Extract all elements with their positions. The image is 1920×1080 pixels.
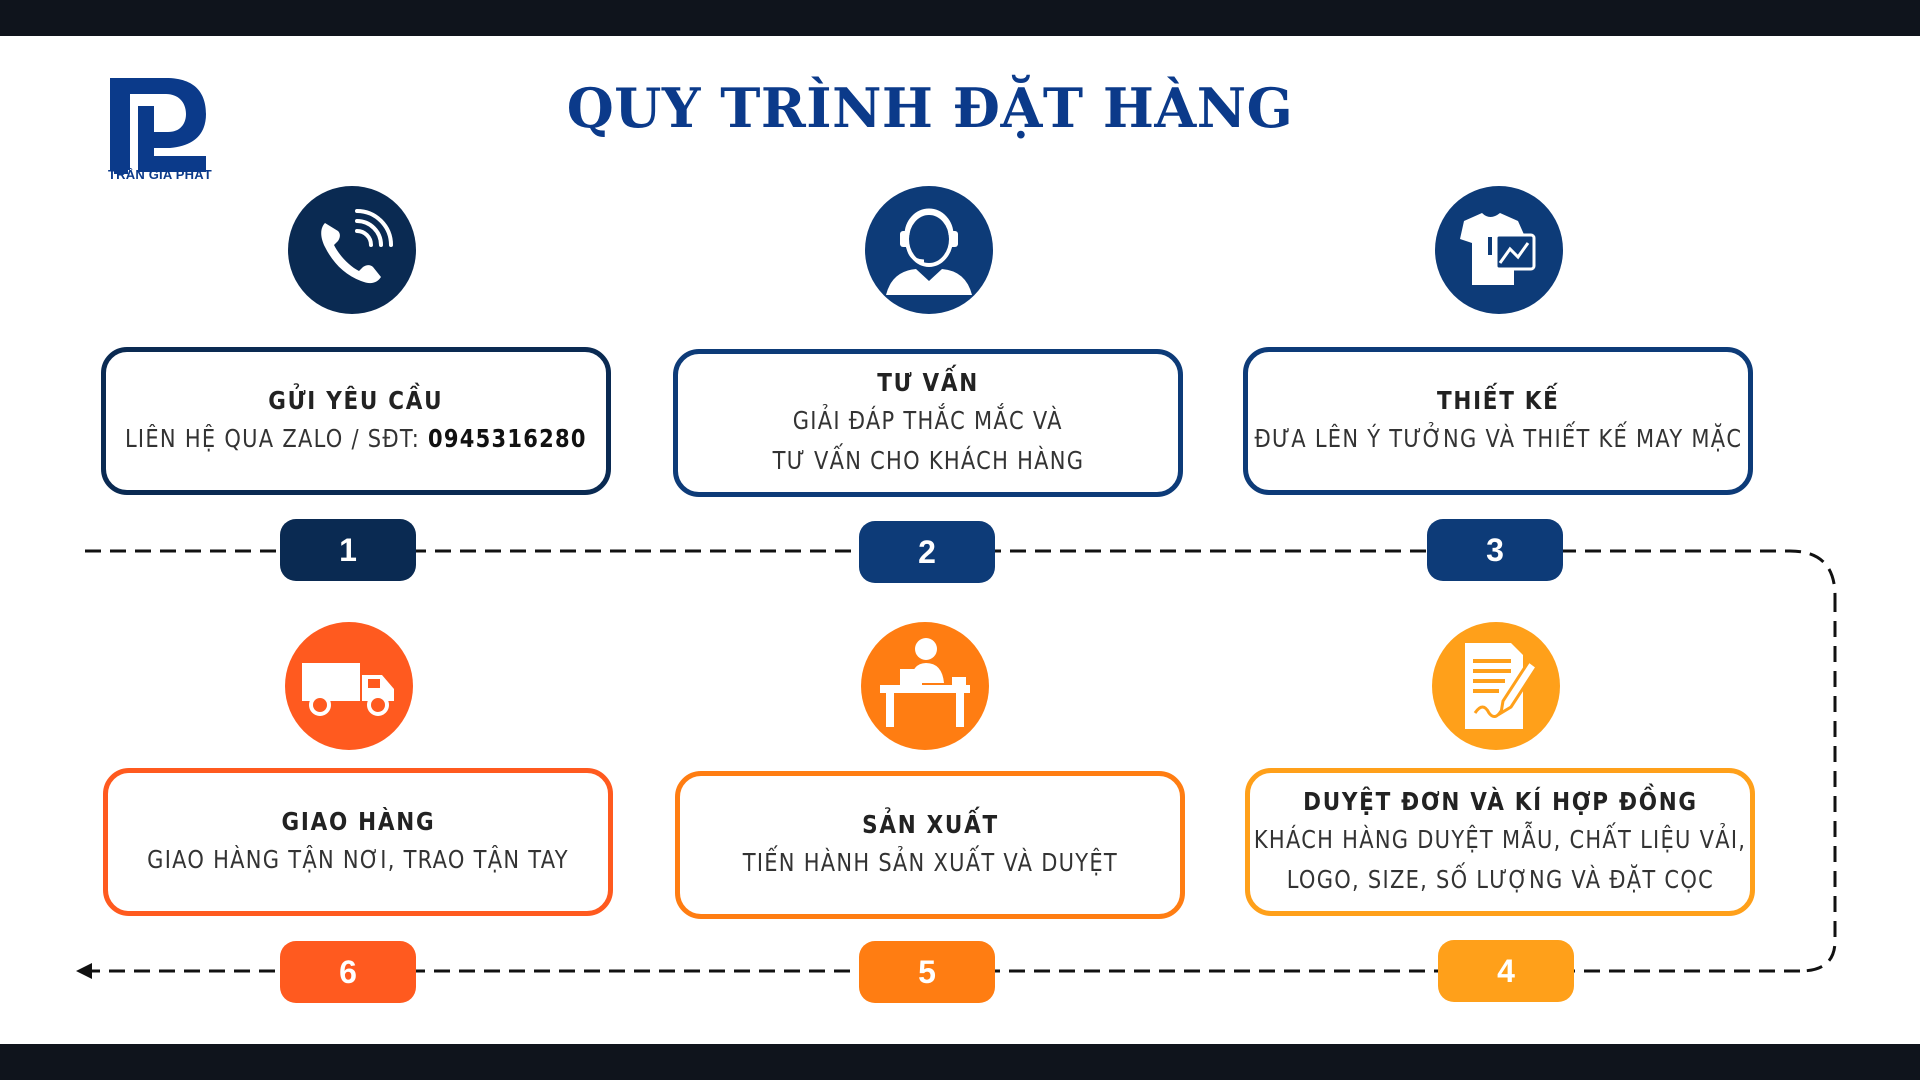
- flow-line-top: [85, 549, 1837, 597]
- step-2-desc-line-1: GIẢI ĐÁP THẮC MẮC VÀ: [792, 406, 1064, 435]
- logo-text: TRẦN GIA PHÁT: [108, 167, 212, 182]
- contract-sign-icon: [1432, 622, 1560, 750]
- tshirt-design-icon: [1435, 186, 1563, 314]
- step-6-title: GIAO HÀNG: [281, 807, 435, 836]
- step-2-title: TƯ VẤN: [877, 368, 979, 397]
- step-3-desc: ĐƯA LÊN Ý TƯỞNG VÀ THIẾT KẾ MAY MẶC: [1254, 424, 1742, 453]
- step-1-title: GỬI YÊU CẦU: [268, 386, 444, 415]
- step-1-desc: LIÊN HỆ QUA ZALO / SĐT: 0945316280: [125, 424, 587, 453]
- process-canvas: TRẦN GIA PHÁT QUY TRÌNH ĐẶT HÀNG GỬI YÊU…: [0, 36, 1920, 1044]
- step-1-phone: 0945316280: [428, 424, 587, 453]
- company-logo: [110, 78, 206, 174]
- step-4-box: DUYỆT ĐƠN VÀ KÍ HỢP ĐỒNG KHÁCH HÀNG DUYỆ…: [1245, 768, 1755, 916]
- flow-line-right: [1799, 596, 1837, 973]
- flow-arrow-head: [76, 963, 92, 979]
- step-4-title: DUYỆT ĐƠN VÀ KÍ HỢP ĐỒNG: [1302, 787, 1698, 816]
- step-3-title: THIẾT KẾ: [1436, 386, 1560, 415]
- step-2-number: 2: [859, 521, 995, 583]
- step-5-desc: TIẾN HÀNH SẢN XUẤT VÀ DUYỆT: [742, 848, 1118, 877]
- step-2-box: TƯ VẤN GIẢI ĐÁP THẮC MẮC VÀ TƯ VẤN CHO K…: [673, 349, 1183, 497]
- step-4-number: 4: [1438, 940, 1574, 1002]
- page-title: QUY TRÌNH ĐẶT HÀNG: [566, 76, 1294, 140]
- step-5-title: SẢN XUẤT: [861, 810, 999, 839]
- delivery-truck-icon: [285, 622, 413, 750]
- step-4-desc-line-1: KHÁCH HÀNG DUYỆT MẪU, CHẤT LIỆU VẢI,: [1253, 825, 1747, 854]
- step-6-number: 6: [280, 941, 416, 1003]
- support-agent-icon: [865, 186, 993, 314]
- step-6-box: GIAO HÀNG GIAO HÀNG TẬN NƠI, TRAO TẬN TA…: [103, 768, 613, 916]
- step-3-number: 3: [1427, 519, 1563, 581]
- step-6-desc: GIAO HÀNG TẬN NƠI, TRAO TẬN TAY: [147, 845, 569, 874]
- production-worker-icon: [861, 622, 989, 750]
- step-5-number: 5: [859, 941, 995, 1003]
- phone-icon: [288, 186, 416, 314]
- step-1-box: GỬI YÊU CẦU LIÊN HỆ QUA ZALO / SĐT: 0945…: [101, 347, 611, 495]
- step-3-box: THIẾT KẾ ĐƯA LÊN Ý TƯỞNG VÀ THIẾT KẾ MAY…: [1243, 347, 1753, 495]
- step-5-box: SẢN XUẤT TIẾN HÀNH SẢN XUẤT VÀ DUYỆT: [675, 771, 1185, 919]
- step-1-number: 1: [280, 519, 416, 581]
- step-4-desc-line-2: LOGO, SIZE, SỐ LƯỢNG VÀ ĐẶT CỌC: [1286, 865, 1714, 894]
- step-2-desc-line-2: TƯ VẤN CHO KHÁCH HÀNG: [772, 446, 1084, 475]
